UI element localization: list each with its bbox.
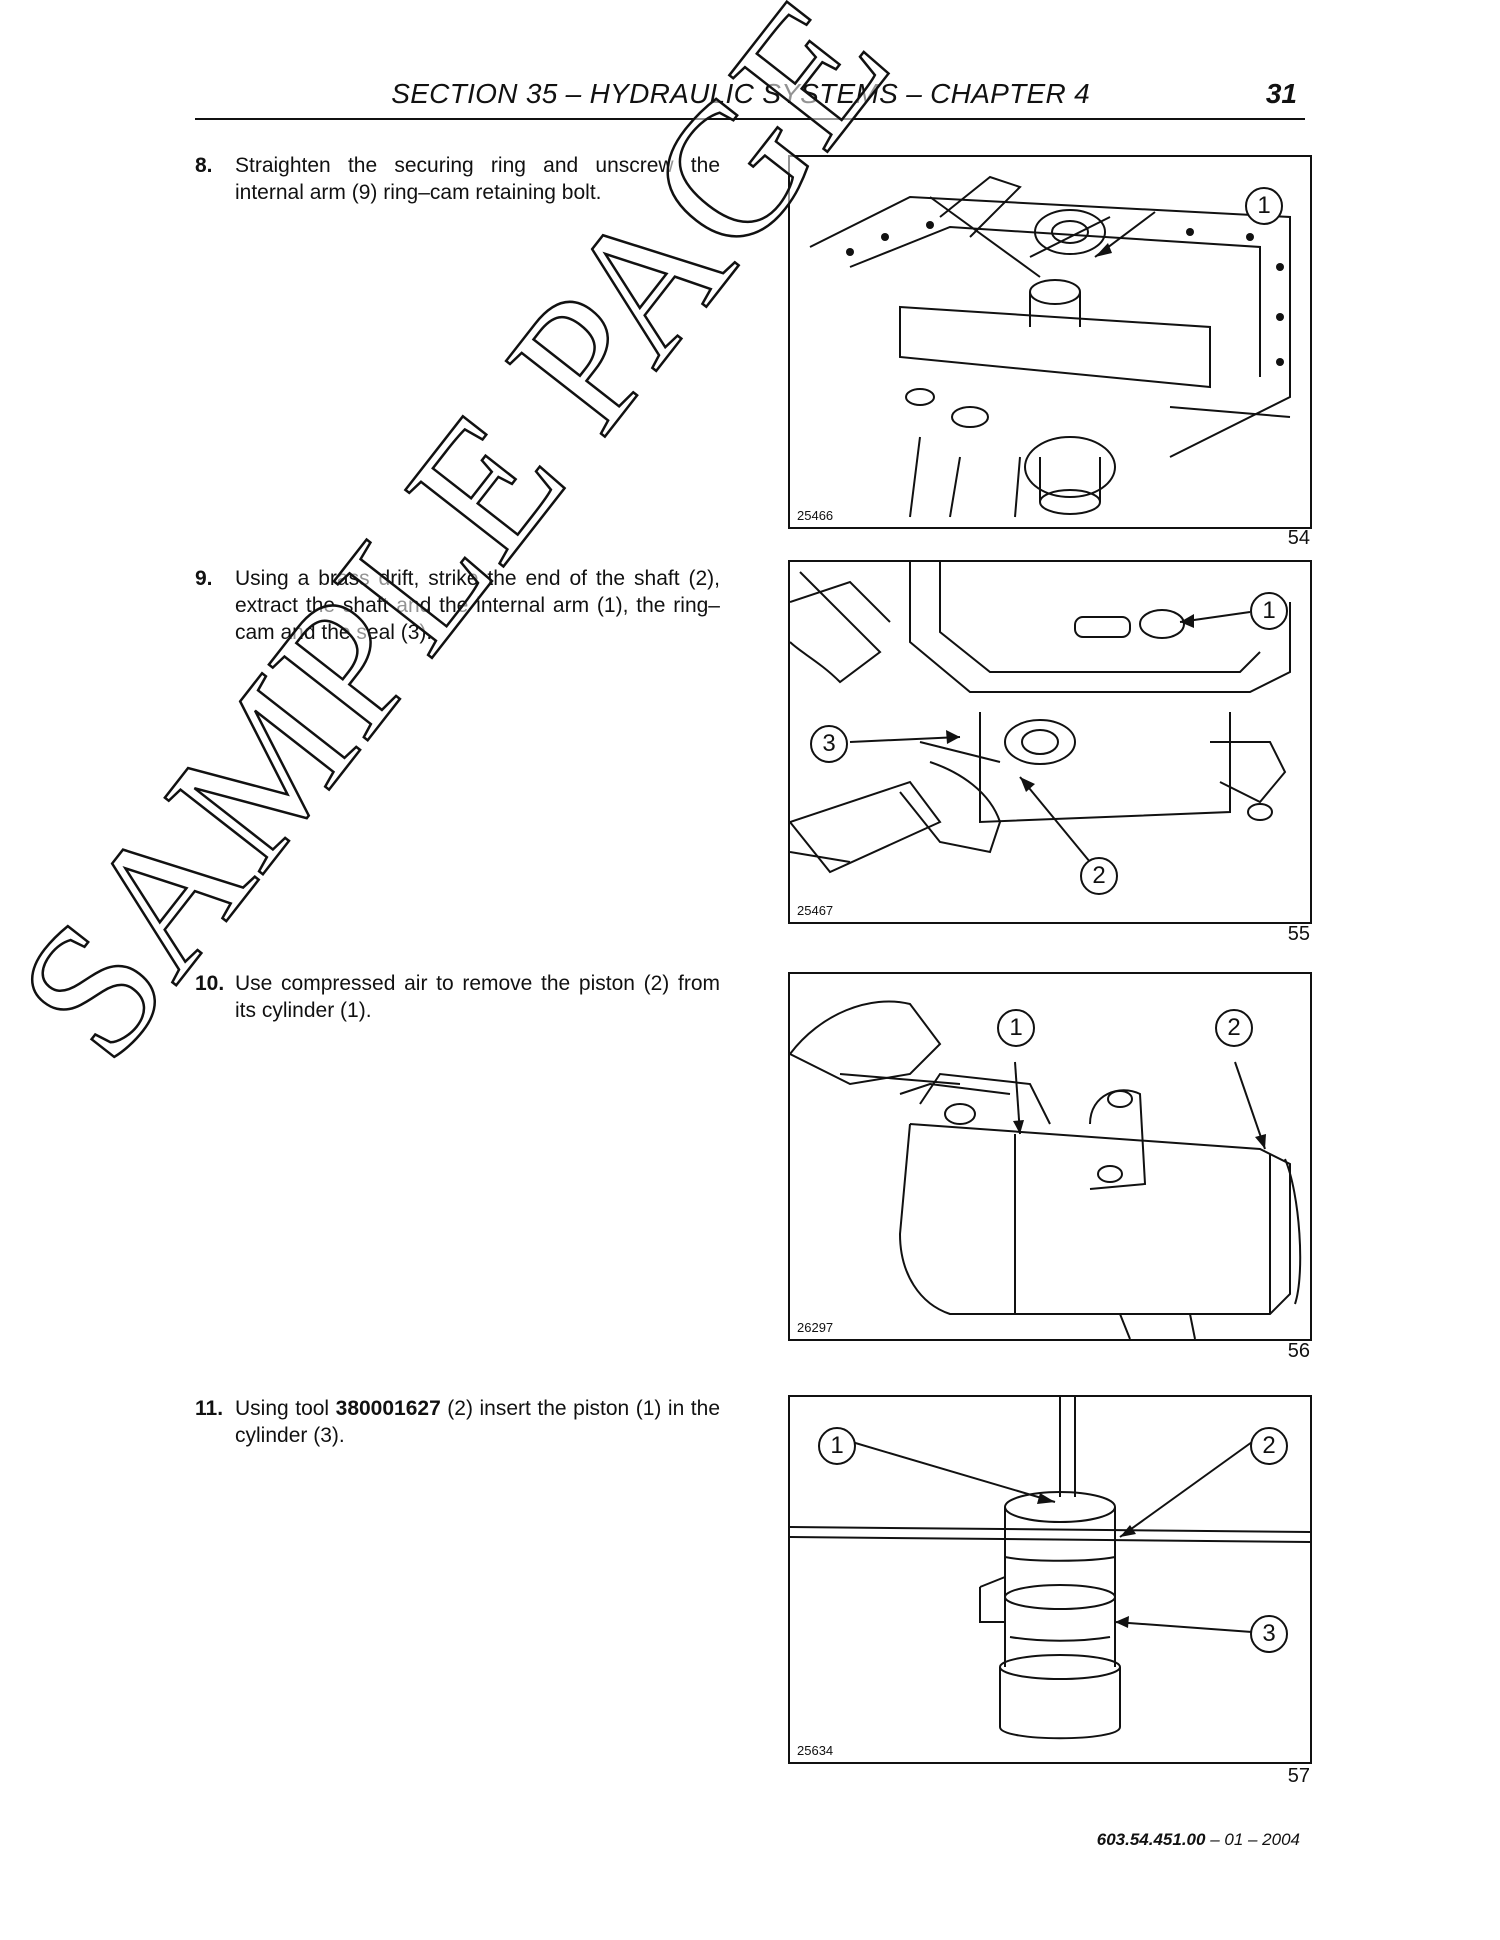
figure-54-drawing: 1 25466 bbox=[788, 155, 1312, 529]
figure-code: 25466 bbox=[797, 508, 834, 523]
step-text: Straighten the securing ring and unscrew… bbox=[235, 154, 720, 204]
figure-code: 25467 bbox=[797, 903, 834, 918]
figure-55-drawing: 1 3 2 25467 bbox=[788, 560, 1312, 924]
step-number: 8. bbox=[195, 154, 213, 177]
callout-1: 1 bbox=[997, 1009, 1035, 1047]
callout-3: 3 bbox=[1250, 1615, 1288, 1653]
callout-1: 1 bbox=[1250, 592, 1288, 630]
step-text: Using a brass drift, strike the end of t… bbox=[235, 567, 720, 644]
shaft-extraction-illustration bbox=[790, 562, 1291, 874]
hydraulic-housing-illustration bbox=[809, 175, 1291, 518]
callout-1: 1 bbox=[1245, 187, 1283, 225]
callout-1: 1 bbox=[818, 1427, 856, 1465]
figure-number-56: 56 bbox=[1287, 1340, 1310, 1362]
document-footer: 603.54.451.00 – 01 – 2004 bbox=[1097, 1830, 1300, 1850]
step-number: 11. bbox=[195, 1397, 224, 1420]
figure-code: 25634 bbox=[797, 1743, 834, 1758]
step-11: 11. Using tool 380001627 (2) insert the … bbox=[195, 1395, 720, 1449]
step-10: 10. Use compressed air to remove the pis… bbox=[195, 970, 720, 1024]
callout-2: 2 bbox=[1080, 857, 1118, 895]
figure-56-drawing: 1 2 26297 bbox=[788, 972, 1312, 1341]
section-title: SECTION 35 – HYDRAULIC SYSTEMS – CHAPTER… bbox=[391, 78, 1090, 109]
document-date: – 01 – 2004 bbox=[1205, 1830, 1300, 1849]
figure-57-drawing: 1 2 3 25634 bbox=[788, 1395, 1312, 1764]
callout-2: 2 bbox=[1250, 1427, 1288, 1465]
step-8: 8. Straighten the securing ring and unsc… bbox=[195, 152, 720, 206]
step-text: Using tool 380001627 (2) insert the pist… bbox=[235, 1397, 721, 1447]
tool-code: 380001627 bbox=[335, 1397, 441, 1420]
callout-3: 3 bbox=[810, 725, 848, 763]
page-number: 31 bbox=[1265, 78, 1297, 109]
step-9: 9. Using a brass drift, strike the end o… bbox=[195, 565, 720, 646]
figure-number-57: 57 bbox=[1287, 1765, 1310, 1787]
piston-cylinder-illustration bbox=[790, 1000, 1302, 1339]
figure-number-54: 54 bbox=[1287, 527, 1310, 549]
page-header: SECTION 35 – HYDRAULIC SYSTEMS – CHAPTER… bbox=[195, 78, 1305, 120]
piston-insertion-tool-illustration bbox=[790, 1397, 1310, 1740]
figure-number-55: 55 bbox=[1287, 923, 1310, 945]
step-text: Use compressed air to remove the piston … bbox=[235, 972, 720, 1022]
document-code: 603.54.451.00 bbox=[1096, 1830, 1206, 1849]
step-number: 10. bbox=[195, 972, 225, 995]
callout-2: 2 bbox=[1215, 1009, 1253, 1047]
figure-code: 26297 bbox=[797, 1320, 834, 1335]
step-number: 9. bbox=[195, 567, 213, 590]
